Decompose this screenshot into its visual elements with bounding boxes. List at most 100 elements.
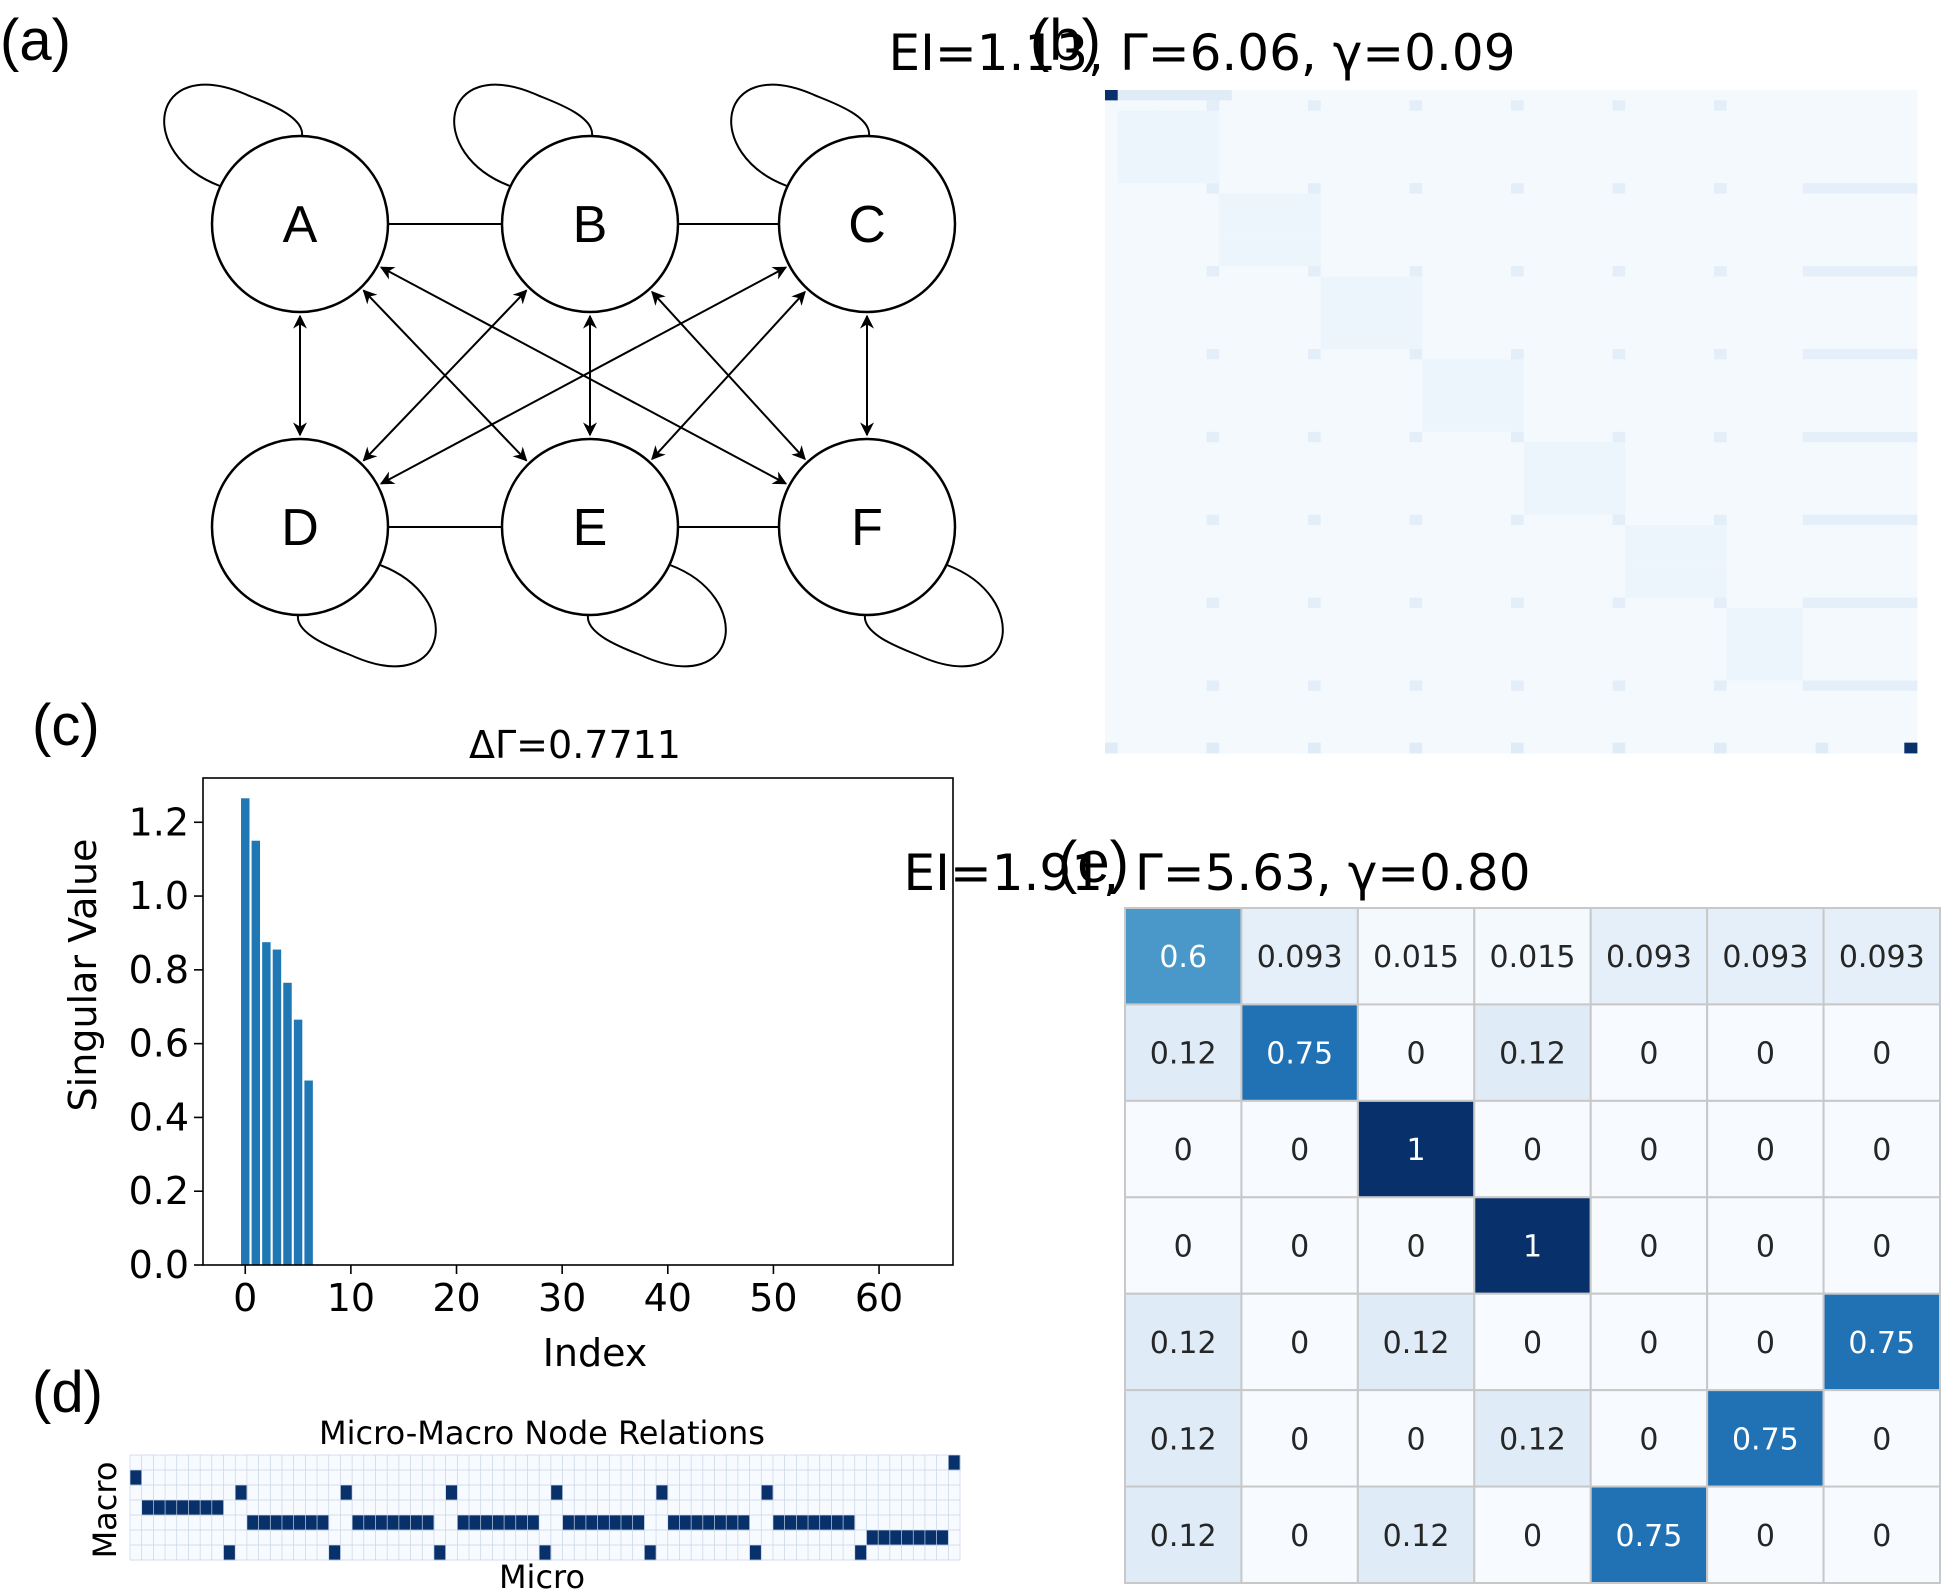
- heatmap-b-cell: [1155, 390, 1169, 402]
- heatmap-b-cell: [1891, 721, 1905, 733]
- heatmap-b-cell: [1460, 556, 1474, 567]
- heatmap-b-cell: [1790, 110, 1804, 122]
- heatmap-b-cell: [1257, 203, 1271, 215]
- heatmap-b-cell: [1587, 504, 1601, 516]
- heatmap-b-cell: [1866, 597, 1880, 609]
- heatmap-b-cell: [1130, 90, 1144, 101]
- heatmap-b-cell: [1308, 690, 1322, 702]
- heatmap-b-cell: [1206, 535, 1220, 547]
- heatmap-b-cell: [1320, 670, 1334, 681]
- heatmap-b-cell: [1790, 628, 1804, 640]
- heatmap-b-cell: [1574, 348, 1588, 360]
- heatmap-b-cell: [1777, 286, 1791, 298]
- heatmap-b-cell: [1523, 369, 1537, 381]
- heatmap-b-cell: [1561, 193, 1575, 205]
- heatmap-b-cell: [1320, 380, 1334, 391]
- heatmap-b-cell: [1422, 183, 1436, 194]
- heatmap-b-cell: [1777, 359, 1791, 371]
- heatmap-b-cell: [1663, 649, 1677, 661]
- heatmap-b-cell: [1117, 328, 1131, 340]
- heatmap-b-cell: [1612, 100, 1626, 112]
- heatmap-b-cell: [1536, 721, 1550, 733]
- heatmap-b-cell: [1752, 494, 1766, 505]
- relation-cell: [796, 1515, 809, 1531]
- heatmap-b-cell: [1891, 214, 1905, 226]
- heatmap-b-cell: [1447, 317, 1461, 329]
- heatmap-b-cell: [1878, 690, 1893, 702]
- heatmap-b-cell: [1168, 307, 1182, 319]
- heatmap-b-cell: [1675, 421, 1690, 433]
- heatmap-b-cell: [1561, 525, 1575, 536]
- heatmap-b-cell: [1549, 639, 1563, 650]
- heatmap-b-cell: [1688, 317, 1702, 329]
- heatmap-b-cell: [1904, 255, 1918, 267]
- heatmap-b-cell: [1143, 317, 1157, 329]
- heatmap-b-cell: [1790, 172, 1804, 184]
- heatmap-b-cell: [1675, 286, 1690, 298]
- heatmap-b-cell: [1637, 183, 1651, 194]
- heatmap-b-cell: [1498, 649, 1512, 661]
- heatmap-b-cell: [1231, 214, 1245, 226]
- heatmap-b-cell: [1219, 411, 1233, 422]
- heatmap-b-cell: [1155, 545, 1169, 557]
- heatmap-b-cell: [1181, 110, 1195, 122]
- heatmap-b-cell: [1511, 535, 1525, 547]
- heatmap-b-cell: [1155, 742, 1169, 754]
- heatmap-b-cell: [1650, 483, 1664, 495]
- heatmap-b-cell: [1828, 742, 1842, 754]
- heatmap-b-cell: [1168, 348, 1182, 360]
- heatmap-b-cell: [1193, 556, 1207, 567]
- heatmap-b-cell: [1269, 721, 1284, 733]
- heatmap-b-cell: [1815, 421, 1829, 433]
- heatmap-b-cell: [1612, 224, 1626, 236]
- heatmap-b-cell: [1663, 183, 1677, 194]
- bar-chart-title: ΔΓ=0.7711: [469, 723, 681, 767]
- heatmap-b-cell: [1650, 504, 1664, 516]
- heatmap-b-cell: [1815, 545, 1829, 557]
- heatmap-b-cell: [1828, 628, 1842, 640]
- heatmap-b-cell: [1840, 328, 1854, 340]
- heatmap-b-cell: [1815, 566, 1829, 578]
- bar-4: [283, 982, 292, 1265]
- heatmap-b-cell: [1409, 348, 1423, 360]
- heatmap-b-cell: [1447, 721, 1461, 733]
- heatmap-b-cell: [1460, 110, 1474, 122]
- heatmap-b-cell: [1536, 266, 1550, 277]
- heatmap-b-cell: [1155, 110, 1169, 122]
- heatmap-b-cell: [1511, 172, 1525, 184]
- matrix-cell-value: 0.015: [1490, 940, 1576, 975]
- heatmap-b-cell: [1549, 421, 1563, 433]
- heatmap-b-cell: [1878, 297, 1893, 308]
- heatmap-b-cell: [1828, 659, 1842, 671]
- heatmap-b-cell: [1599, 307, 1613, 319]
- heatmap-b-cell: [1891, 525, 1905, 536]
- heatmap-b-cell: [1295, 514, 1309, 526]
- heatmap-b-cell: [1396, 525, 1410, 536]
- heatmap-b-cell: [1396, 494, 1410, 505]
- heatmap-b-cell: [1853, 545, 1867, 557]
- heatmap-b-cell: [1155, 380, 1169, 391]
- heatmap-b-cell: [1447, 380, 1461, 391]
- heatmap-b-cell: [1143, 431, 1157, 443]
- heatmap-b-cell: [1714, 297, 1728, 308]
- heatmap-b-cell: [1346, 421, 1360, 433]
- heatmap-b-cell: [1701, 618, 1715, 630]
- heatmap-b-cell: [1409, 193, 1423, 205]
- heatmap-b-cell: [1612, 193, 1626, 205]
- heatmap-b-cell: [1231, 690, 1245, 702]
- heatmap-b-cell: [1282, 670, 1296, 681]
- heatmap-b-cell: [1206, 732, 1220, 744]
- heatmap-b-cell: [1625, 587, 1639, 599]
- heatmap-b-cell: [1117, 110, 1131, 122]
- heatmap-b-cell: [1498, 307, 1512, 319]
- heatmap-b-cell: [1168, 514, 1182, 526]
- heatmap-b-cell: [1904, 421, 1918, 433]
- heatmap-b-cell: [1130, 618, 1144, 630]
- heatmap-b-cell: [1599, 390, 1613, 402]
- heatmap-b-cell: [1384, 680, 1398, 692]
- heatmap-b-cell: [1384, 266, 1398, 277]
- heatmap-b-cell: [1269, 131, 1284, 143]
- heatmap-b-cell: [1777, 152, 1791, 163]
- heatmap-b-cell: [1460, 732, 1474, 744]
